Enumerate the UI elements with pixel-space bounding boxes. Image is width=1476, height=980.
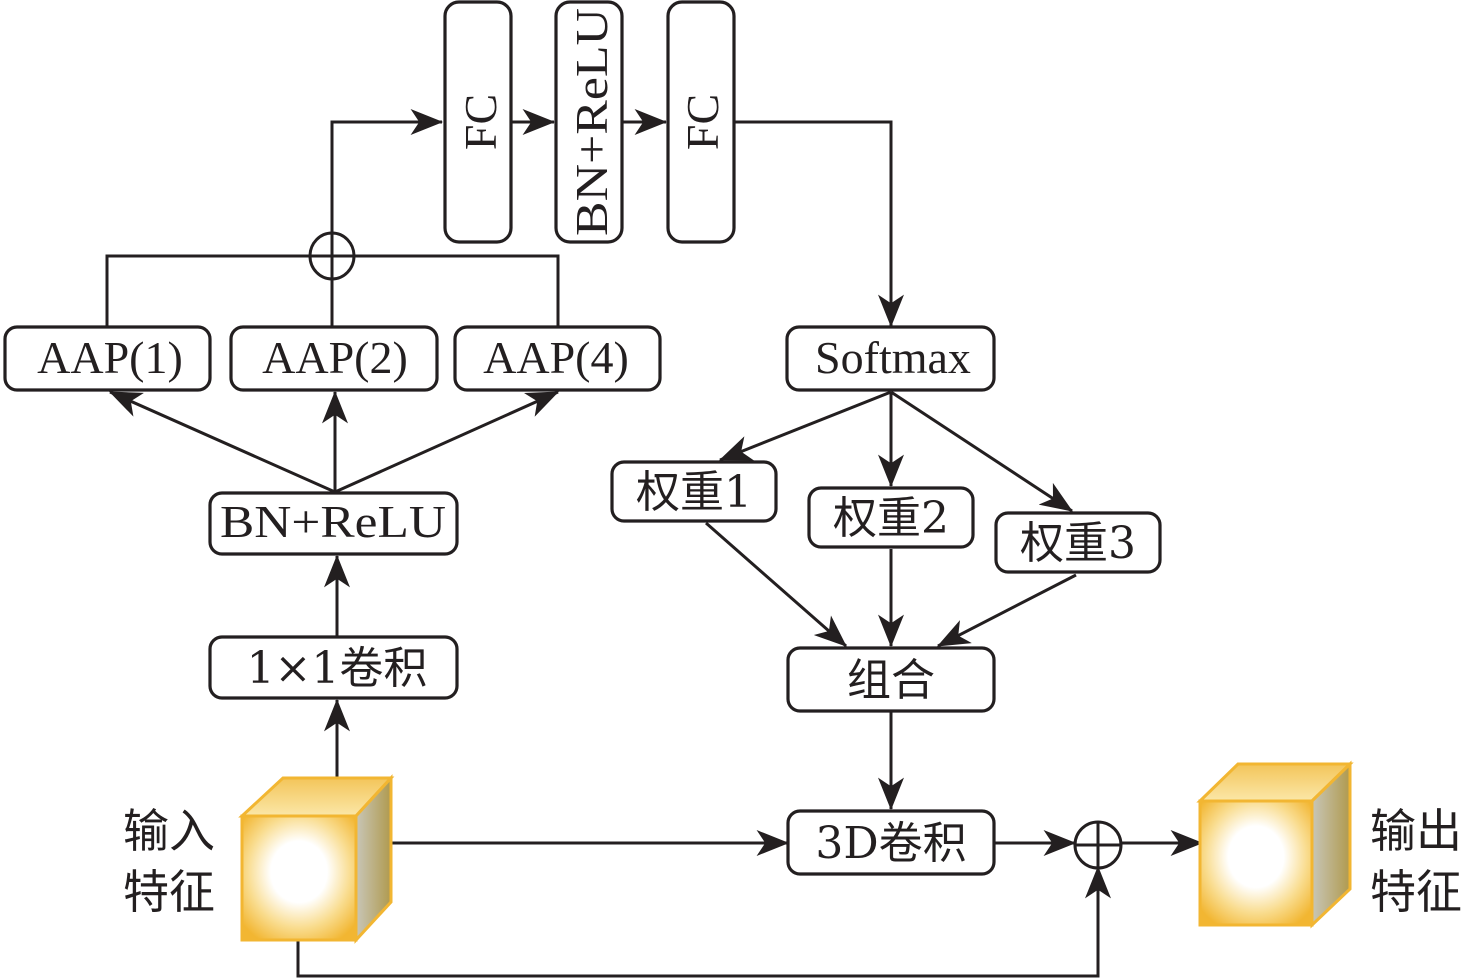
arrow-sum-to-fc1	[330, 109, 444, 236]
node-weight2-box	[807, 486, 975, 549]
node-weight2: 权重2	[807, 486, 975, 549]
node-fc1-label: FC	[455, 94, 506, 150]
node-conv3d: 3D卷积	[786, 809, 996, 876]
node-combine-box	[786, 646, 996, 713]
node-fc2: FC	[666, 0, 736, 244]
node-aap1: AAP(1)	[3, 325, 212, 392]
input-cube-front	[240, 814, 358, 942]
node-weight3: 权重3	[994, 511, 1162, 574]
node-aap4: AAP(4)	[453, 325, 662, 392]
node-aap2-label: AAP(2)	[262, 332, 408, 383]
node-aap2-box	[229, 325, 439, 392]
node-aap2: AAP(2)	[229, 325, 439, 392]
node-conv1x1-label: 1×1卷积	[247, 643, 428, 694]
node-fc2-label: FC	[677, 94, 728, 150]
node-conv3d-label: 3D卷积	[815, 818, 966, 869]
node-bnrelu-top-box	[554, 0, 624, 244]
node-combine-label: 组合	[847, 655, 935, 706]
node-weight1-box	[610, 460, 778, 523]
arrow-softmax-to-weight1	[718, 390, 892, 462]
node-fc2-box	[666, 0, 736, 244]
node-aap1-box	[3, 325, 212, 392]
node-weight3-box	[994, 511, 1162, 574]
node-fc1-box	[443, 0, 513, 244]
arrow-bnrelu-to-aap4	[334, 390, 559, 494]
node-fc1: FC	[443, 0, 513, 244]
node-weight3-label: 权重3	[1020, 518, 1136, 569]
input-feature-cube	[238, 774, 395, 944]
node-softmax-label: Softmax	[815, 332, 971, 383]
output-label-line2: 特征	[1370, 865, 1462, 919]
arrow-softmax-to-weight3	[890, 390, 1073, 513]
node-bnrelu-mid-box	[208, 491, 459, 556]
node-bnrelu-top-label: BN+ReLU	[566, 8, 617, 236]
output-feature-label: 输出 特征	[1370, 804, 1462, 919]
arrow-skip-connection	[296, 865, 1111, 978]
sum-node-top	[308, 231, 356, 281]
node-aap1-label: AAP(1)	[37, 332, 183, 383]
node-softmax-box	[785, 325, 996, 392]
output-feature-cube	[1196, 760, 1354, 929]
sum-node-output	[1073, 820, 1123, 870]
node-conv3d-box	[786, 809, 996, 876]
node-combine: 组合	[786, 646, 996, 713]
node-aap4-box	[453, 325, 662, 392]
node-conv1x1-box	[208, 635, 459, 700]
output-label-line1: 输出	[1370, 804, 1462, 858]
node-bnrelu-top: BN+ReLU	[554, 0, 624, 244]
node-aap4-label: AAP(4)	[483, 332, 629, 383]
node-softmax: Softmax	[785, 325, 996, 392]
input-label-line2: 特征	[123, 865, 215, 919]
arrow-weight1-to-combine	[705, 521, 847, 648]
node-bnrelu-mid: BN+ReLU	[208, 491, 459, 556]
input-label-line1: 输入	[123, 804, 215, 858]
node-bnrelu-mid-label: BN+ReLU	[220, 496, 446, 547]
arrow-fc2-to-softmax	[735, 120, 904, 328]
arrow-weight3-to-combine	[937, 573, 1077, 648]
node-weight2-label: 权重2	[833, 493, 949, 544]
output-cube-front	[1198, 799, 1314, 927]
node-conv1x1: 1×1卷积	[208, 635, 459, 700]
input-feature-label: 输入 特征	[123, 804, 215, 919]
arrow-bnrelu-to-aap1	[109, 390, 336, 494]
node-weight1-label: 权重1	[636, 467, 752, 518]
node-weight1: 权重1	[610, 460, 778, 523]
